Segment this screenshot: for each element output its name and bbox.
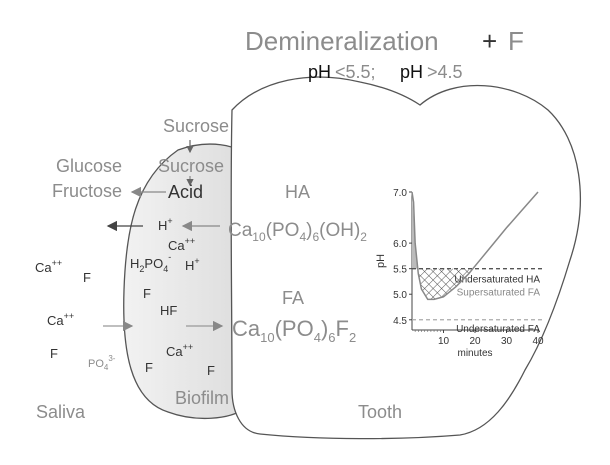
- chart-y-tick-label: 4.5: [393, 316, 407, 327]
- chart-threshold-label: Supersaturated FA: [457, 288, 541, 299]
- h-plus-ion: H+: [158, 216, 173, 233]
- fructose-label: Fructose: [52, 181, 122, 201]
- ca-ion-saliva-2: Ca++: [47, 311, 74, 328]
- title-demineralization: Demineralization: [245, 26, 439, 56]
- chart-y-tick-label: 5.5: [393, 265, 407, 276]
- chart-y-tick-label: 6.0: [393, 239, 407, 250]
- chart-threshold-label: Undersaturated HA: [454, 275, 540, 286]
- ca-ion-biofilm-1: Ca++: [168, 236, 195, 253]
- chart-y-axis-label: pH: [375, 254, 387, 268]
- chart-threshold-label: Undersaturated FA: [456, 324, 540, 335]
- title-plus: +: [482, 26, 497, 56]
- hf-molecule: HF: [160, 303, 177, 318]
- sucrose-top-label: Sucrose: [163, 116, 229, 136]
- sucrose-inner-label: Sucrose: [158, 156, 224, 176]
- fa-formula: Ca10(PO4)6F2: [232, 316, 356, 345]
- ph-condition-1-label: pH: [308, 62, 331, 82]
- po4-ion-saliva: PO43-: [88, 354, 116, 372]
- chart-x-tick-label: 30: [501, 336, 513, 347]
- ha-formula: Ca10(PO4)6(OH)2: [228, 220, 367, 244]
- ca-ion-saliva-1: Ca++: [35, 258, 62, 275]
- biofilm-label: Biofilm: [175, 388, 229, 408]
- f-ion-biofilm-2: F: [145, 360, 153, 375]
- h-plus-ion-2: H+: [185, 256, 200, 273]
- tooth-shape: [230, 76, 581, 440]
- ca-ion-biofilm-2: Ca++: [166, 342, 193, 359]
- chart-x-tick-label: 40: [532, 336, 544, 347]
- saliva-label: Saliva: [36, 402, 86, 422]
- title-f: F: [508, 26, 524, 56]
- ha-label: HA: [285, 182, 310, 202]
- f-ion-saliva-2: F: [50, 346, 58, 361]
- chart-ph-curve: [411, 191, 539, 301]
- chart-initial-drop-fill: [412, 192, 419, 274]
- f-ion-biofilm-1: F: [143, 286, 151, 301]
- ph-condition-2-value: >4.5: [427, 62, 463, 82]
- chart-x-tick-label: 10: [438, 336, 450, 347]
- chart-x-tick-label: 20: [469, 336, 481, 347]
- glucose-label: Glucose: [56, 156, 122, 176]
- chart-hatched-region-cross: [418, 268, 469, 300]
- h2po4-ion: H2PO4-: [130, 252, 171, 274]
- ph-condition-2-label: pH: [400, 62, 423, 82]
- ph-curve-chart: 7.0 6.0 5.5 5.0 4.5 10 20 30 40 pH minutes Undersat…: [375, 188, 544, 359]
- fa-label: FA: [282, 288, 304, 308]
- chart-y-tick-label: 7.0: [393, 188, 407, 199]
- f-ion-biofilm-3: F: [207, 363, 215, 378]
- chart-x-axis-label: minutes: [457, 348, 492, 359]
- chart-y-tick-label: 5.0: [393, 290, 407, 301]
- tooth-label: Tooth: [358, 402, 402, 422]
- acid-label: Acid: [168, 182, 203, 202]
- ph-condition-1-value: <5.5;: [335, 62, 376, 82]
- f-ion-saliva-1: F: [83, 270, 91, 285]
